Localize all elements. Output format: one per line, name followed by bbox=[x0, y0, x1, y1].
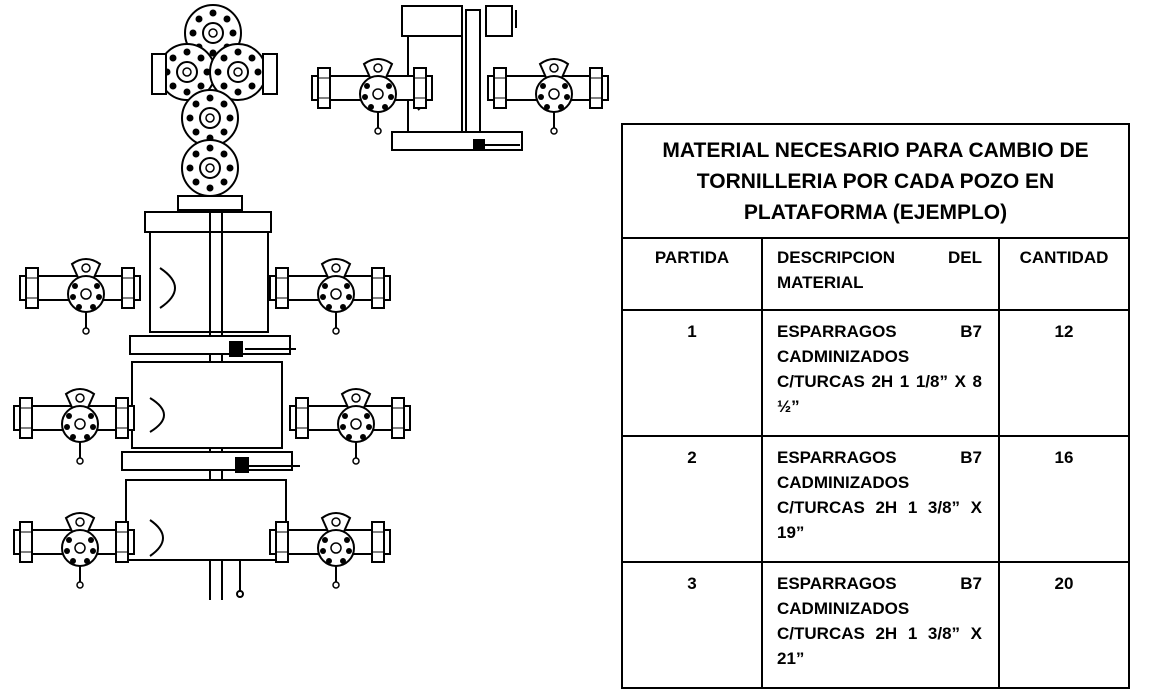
header-descripcion: DESCRIPCION DEL MATERIAL bbox=[761, 237, 1000, 311]
header-cantidad: CANTIDAD bbox=[997, 237, 1131, 311]
wing-valves-right bbox=[270, 259, 410, 588]
table-header-row: PARTIDA DESCRIPCION DEL MATERIAL CANTIDA… bbox=[621, 237, 1131, 311]
table-row: 2 ESPARRAGOS B7 CADMINIZADOS C/TURCAS 2H… bbox=[621, 435, 1131, 563]
header-partida: PARTIDA bbox=[621, 237, 763, 311]
row-descripcion: ESPARRAGOS B7 CADMINIZADOS C/TURCAS 2H 1… bbox=[761, 309, 1000, 437]
row-partida: 3 bbox=[621, 561, 763, 689]
tree-top-assembly bbox=[151, 4, 278, 211]
row-descripcion: ESPARRAGOS B7 CADMINIZADOS C/TURCAS 2H 1… bbox=[761, 435, 1000, 563]
row-cantidad: 20 bbox=[997, 561, 1131, 689]
row-partida: 2 bbox=[621, 435, 763, 563]
table-title: MATERIAL NECESARIO PARA CAMBIO DE TORNIL… bbox=[620, 123, 1131, 239]
wing-valves-left bbox=[14, 259, 140, 588]
row-partida: 1 bbox=[621, 309, 763, 437]
row-cantidad: 16 bbox=[997, 435, 1131, 563]
material-table: MATERIAL NECESARIO PARA CAMBIO DE TORNIL… bbox=[620, 123, 1131, 689]
row-cantidad: 12 bbox=[997, 309, 1131, 437]
table-row: 3 ESPARRAGOS B7 CADMINIZADOS C/TURCAS 2H… bbox=[621, 561, 1131, 689]
row-descripcion: ESPARRAGOS B7 CADMINIZADOS C/TURCAS 2H 1… bbox=[761, 561, 1000, 689]
table-title-row: MATERIAL NECESARIO PARA CAMBIO DE TORNIL… bbox=[620, 123, 1131, 239]
wellhead-main-body bbox=[121, 211, 300, 600]
wellhead-drawing bbox=[0, 4, 610, 600]
table-row: 1 ESPARRAGOS B7 CADMINIZADOS C/TURCAS 2H… bbox=[621, 309, 1131, 437]
